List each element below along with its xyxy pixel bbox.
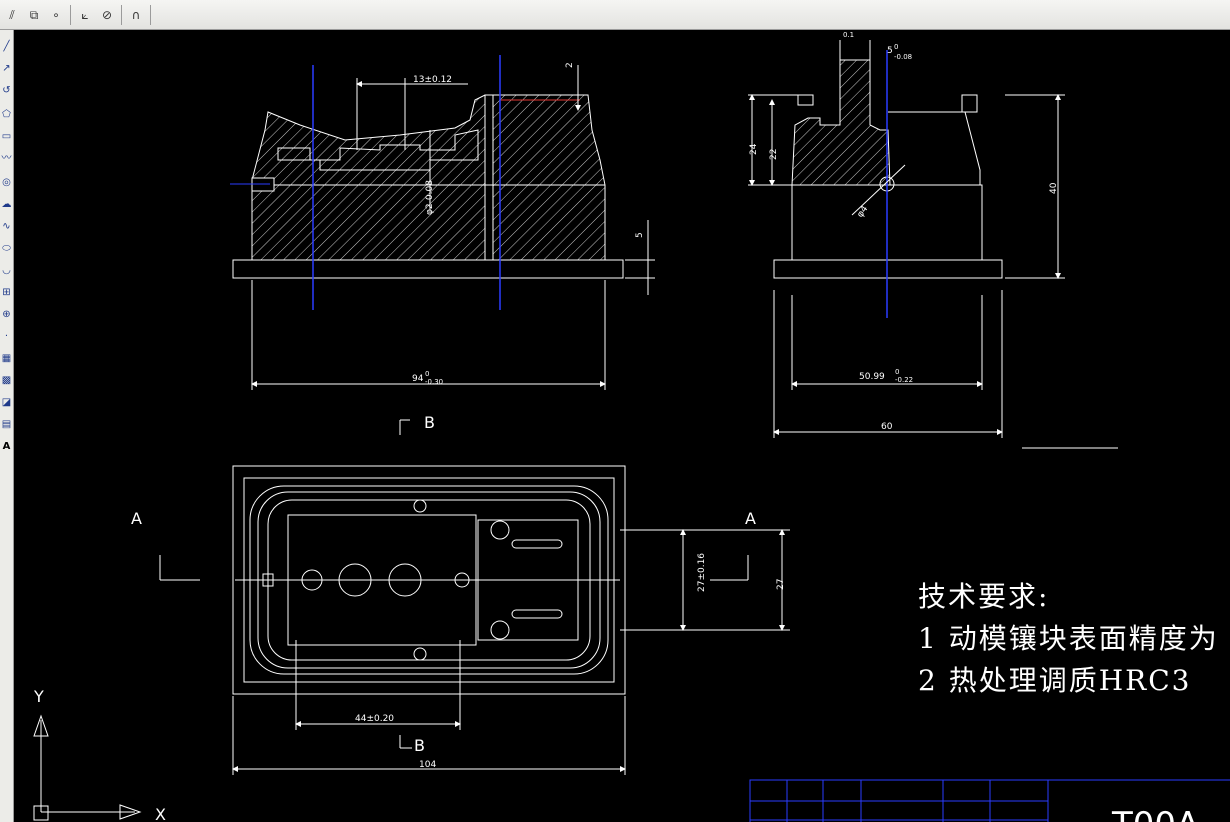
point-icon[interactable]: ∘ bbox=[52, 8, 60, 22]
ejector-hole-right-top bbox=[490, 520, 510, 540]
dim-text-phi2: φ2-0.08 bbox=[425, 180, 435, 215]
dim-text-27-tol: 27±0.16 bbox=[697, 553, 707, 592]
region-tool-icon[interactable]: ◪ bbox=[1, 396, 12, 408]
toolbar-separator bbox=[121, 5, 122, 25]
side-base-flange bbox=[773, 259, 1003, 279]
slot-2 bbox=[511, 609, 563, 619]
dim-text-40: 40 bbox=[1049, 182, 1059, 194]
layer-tool-icon[interactable]: ⧉ bbox=[29, 7, 39, 22]
block-insert-icon[interactable]: ⊞ bbox=[2, 286, 11, 298]
mold-insert-body bbox=[251, 94, 606, 261]
ejector-hole-top bbox=[413, 499, 427, 513]
section-label-a-right: A bbox=[745, 509, 756, 528]
dim-tol-5top-lower: -0.08 bbox=[894, 53, 912, 61]
cloud-tool-icon[interactable]: ☁ bbox=[1, 198, 12, 210]
tech-requirements-title: 技术要求: bbox=[918, 580, 1049, 613]
title-block-text: T00A bbox=[1111, 805, 1199, 822]
base-flange bbox=[232, 259, 624, 279]
title-block bbox=[749, 779, 1230, 822]
dim-tol-5top-upper: 0 bbox=[894, 43, 898, 51]
polygon-tool-icon[interactable]: ⬠ bbox=[2, 108, 11, 120]
dim-text-2: 2 bbox=[565, 62, 575, 68]
front-section-view bbox=[230, 55, 655, 390]
plan-outer-rect bbox=[232, 465, 626, 695]
ejector-hole-right-bottom bbox=[490, 620, 510, 640]
dim-tol-94-lower: -0.30 bbox=[425, 378, 443, 386]
section-label-b-bottom: B bbox=[414, 736, 425, 755]
toolbar: ⫽ ⧉ ∘ ⟀ ⊘ ∩ bbox=[0, 0, 1230, 30]
point-tool-icon[interactable]: · bbox=[4, 330, 9, 342]
cavity-steps bbox=[277, 129, 479, 171]
leader-phi4 bbox=[851, 164, 906, 216]
erase-dimension-icon[interactable]: ⊘ bbox=[101, 8, 113, 22]
line-tool-icon[interactable]: ╱ bbox=[3, 40, 10, 52]
circle-tool-icon[interactable]: ◎ bbox=[2, 176, 11, 188]
tech-requirements-line-2: 2 热处理调质HRC3 bbox=[918, 664, 1191, 697]
gradient-tool-icon[interactable]: ▩ bbox=[1, 374, 12, 386]
dim-text-22: 22 bbox=[769, 149, 779, 160]
magnet-snap-icon[interactable]: ∩ bbox=[131, 8, 141, 22]
dim-text-01: 0.1 bbox=[843, 31, 854, 39]
side-view bbox=[748, 40, 1118, 449]
polyline-tool-icon[interactable]: 〰 bbox=[1, 152, 12, 164]
side-hatched-core bbox=[791, 59, 891, 186]
slot-1 bbox=[511, 539, 563, 549]
tech-requirements-line-1: 1 动模镶块表面精度为 bbox=[918, 622, 1219, 655]
ellipse-arc-tool-icon[interactable]: ◡ bbox=[2, 264, 11, 276]
side-profile bbox=[888, 111, 981, 185]
dim-text-94: 94 bbox=[412, 374, 424, 384]
dim-tol-5099-upper: 0 bbox=[895, 368, 899, 376]
dim-text-phi4: φ4 bbox=[855, 204, 870, 220]
ucs-x-label: X bbox=[155, 805, 166, 822]
parallel-lines-icon[interactable]: ⫽ bbox=[9, 7, 15, 22]
dim-tol-94-upper: 0 bbox=[425, 370, 429, 378]
ellipse-tool-icon[interactable]: ⬭ bbox=[2, 242, 11, 254]
plan-view bbox=[159, 419, 790, 775]
side-step bbox=[961, 94, 978, 113]
dim-text-44: 44±0.20 bbox=[355, 714, 394, 724]
table-tool-icon[interactable]: ▤ bbox=[1, 418, 12, 430]
drawing-canvas[interactable]: 13±0.12 2 5 φ2-0.08 94 0 -0.30 0.1 5 0 -… bbox=[15, 31, 1230, 822]
dim-text-5099: 50.99 bbox=[859, 372, 885, 382]
dim-text-5: 5 bbox=[635, 232, 645, 238]
dim-text-13: 13±0.12 bbox=[413, 75, 452, 85]
toolbar-separator bbox=[150, 5, 151, 25]
ray-tool-icon[interactable]: ↗ bbox=[2, 62, 11, 74]
rectangle-tool-icon[interactable]: ▭ bbox=[1, 130, 12, 142]
text-tool-icon[interactable]: A bbox=[2, 440, 11, 452]
dim-text-27: 27 bbox=[776, 579, 786, 590]
block-make-icon[interactable]: ⊕ bbox=[2, 308, 11, 320]
arc-tool-icon[interactable]: ↺ bbox=[2, 84, 11, 96]
ucs-y-label: Y bbox=[33, 687, 44, 706]
ejector-hole-bottom bbox=[413, 647, 427, 661]
ucs-icon bbox=[33, 714, 142, 821]
dim-text-60: 60 bbox=[881, 422, 893, 432]
dim-text-5top: 5 bbox=[887, 46, 893, 56]
draw-toolbar: ╱ ↗ ↺ ⬠ ▭ 〰 ◎ ☁ ∿ ⬭ ◡ ⊞ ⊕ · ▦ ▩ ◪ ▤ A bbox=[0, 30, 14, 822]
section-label-a-left: A bbox=[131, 509, 142, 528]
hatch-tool-icon[interactable]: ▦ bbox=[1, 352, 12, 364]
dim-tol-5099-lower: -0.22 bbox=[895, 376, 913, 384]
dimension-tool-icon[interactable]: ⟀ bbox=[81, 7, 89, 22]
toolbar-separator bbox=[70, 5, 71, 25]
spline-tool-icon[interactable]: ∿ bbox=[2, 220, 11, 232]
dim-text-24: 24 bbox=[749, 143, 759, 155]
slot-gap bbox=[484, 94, 494, 261]
side-step-left bbox=[797, 94, 814, 106]
section-label-b-top: B bbox=[424, 413, 435, 432]
dim-text-104: 104 bbox=[419, 760, 436, 770]
